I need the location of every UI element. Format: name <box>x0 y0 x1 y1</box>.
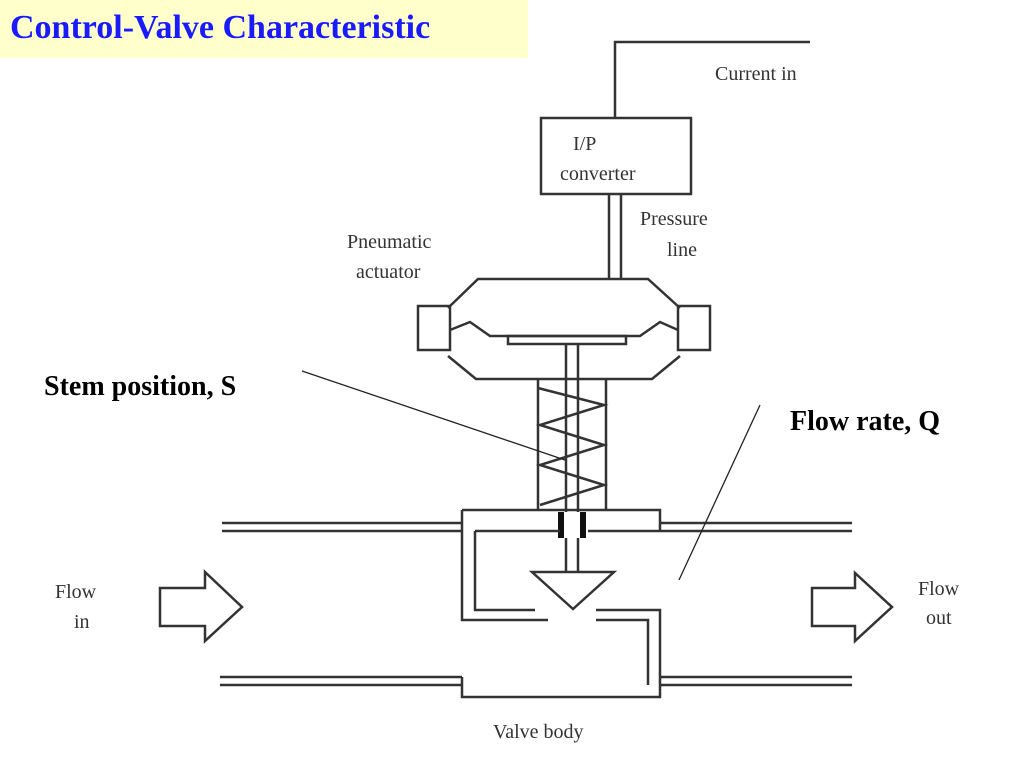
pressure-line-label-2: line <box>667 239 697 261</box>
flow-rate-label: Flow rate, Q <box>790 406 940 437</box>
current-in-wire <box>613 40 810 118</box>
flow-in-label-2: in <box>74 611 90 633</box>
actuator-spring <box>535 379 609 510</box>
slide-title: Control-Valve Characteristic <box>10 9 431 46</box>
valve-body-label: Valve body <box>493 721 584 743</box>
flow-rate-pointer <box>678 404 761 581</box>
pneumatic-actuator-label-1: Pneumatic <box>347 231 432 253</box>
valve-plug <box>528 570 618 611</box>
ip-converter-label-1: I/P <box>573 133 596 155</box>
pipe-upper <box>222 521 852 533</box>
flow-in-label-1: Flow <box>55 581 97 603</box>
ip-converter-box <box>539 116 693 196</box>
current-in-label: Current in <box>715 63 797 85</box>
pressure-line-label-1: Pressure <box>640 208 708 230</box>
pipe-lower <box>220 675 852 687</box>
flow-out-label-1: Flow <box>918 578 960 600</box>
flow-out-arrow <box>810 570 894 644</box>
pressure-line <box>607 194 623 278</box>
flow-in-arrow <box>158 569 244 644</box>
flow-out-label-2: out <box>926 607 952 629</box>
stem-position-pointer <box>301 370 566 461</box>
stem-position-label: Stem position, S <box>44 371 236 402</box>
pneumatic-actuator-label-2: actuator <box>356 261 421 283</box>
ip-converter-label-2: converter <box>560 163 636 185</box>
title-banner: Control-Valve Characteristic <box>0 0 528 58</box>
valve-body <box>460 508 662 699</box>
pneumatic-actuator <box>416 277 712 381</box>
